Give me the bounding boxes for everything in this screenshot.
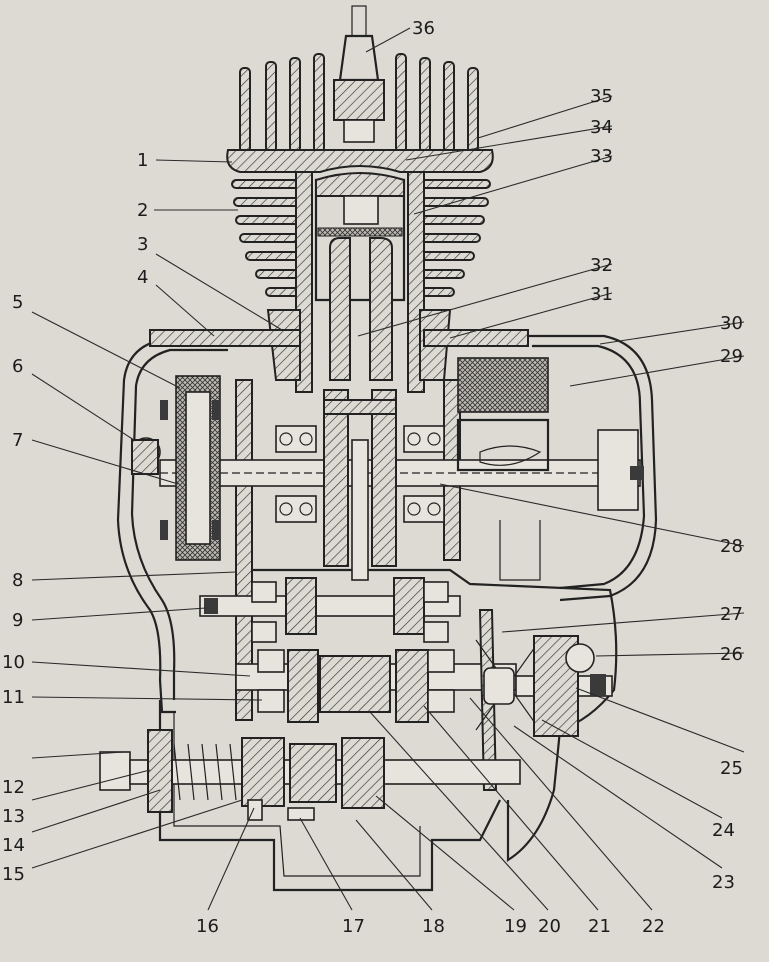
crankcase [116,329,658,892]
clutch-assembly [131,375,221,561]
part-label-24: 24 [712,820,735,841]
gearbox [99,577,613,821]
part-label-11: 11 [2,687,25,708]
part-label-4: 4 [137,267,148,288]
part-label-23: 23 [712,872,735,893]
part-label-15: 15 [2,864,25,885]
part-label-6: 6 [12,356,23,377]
cylinder-barrel [231,171,491,393]
part-label-1: 1 [137,150,148,171]
part-label-10: 10 [2,652,25,673]
part-label-14: 14 [2,835,25,856]
part-label-29: 29 [720,346,743,367]
cylinder-head [226,5,494,173]
part-label-21: 21 [588,916,611,937]
part-label-12: 12 [2,777,25,798]
part-label-33: 33 [590,146,613,167]
leader-lines [31,27,745,911]
part-label-5: 5 [12,292,23,313]
part-label-18: 18 [422,916,445,937]
part-label-26: 26 [720,644,743,665]
part-label-7: 7 [12,430,23,451]
generator [456,357,644,581]
part-label-35: 35 [590,86,613,107]
crankshaft [159,389,641,581]
part-label-28: 28 [720,536,743,557]
part-label-34: 34 [590,117,613,138]
part-label-25: 25 [720,758,743,779]
main-bearings [275,425,445,523]
part-label-27: 27 [720,604,743,625]
part-label-20: 20 [538,916,561,937]
part-label-16: 16 [196,916,219,937]
part-label-30: 30 [720,313,743,334]
part-label-13: 13 [2,806,25,827]
part-label-19: 19 [504,916,527,937]
part-label-17: 17 [342,916,365,937]
part-labels: 1 2 3 4 5 6 7 8 9 10 11 12 13 14 15 16 1… [2,18,743,937]
part-label-8: 8 [12,570,23,591]
part-label-22: 22 [642,916,665,937]
part-label-31: 31 [590,284,613,305]
part-label-2: 2 [137,200,148,221]
part-label-32: 32 [590,255,613,276]
part-label-36: 36 [412,18,435,39]
part-label-3: 3 [137,234,148,255]
part-label-9: 9 [12,610,23,631]
